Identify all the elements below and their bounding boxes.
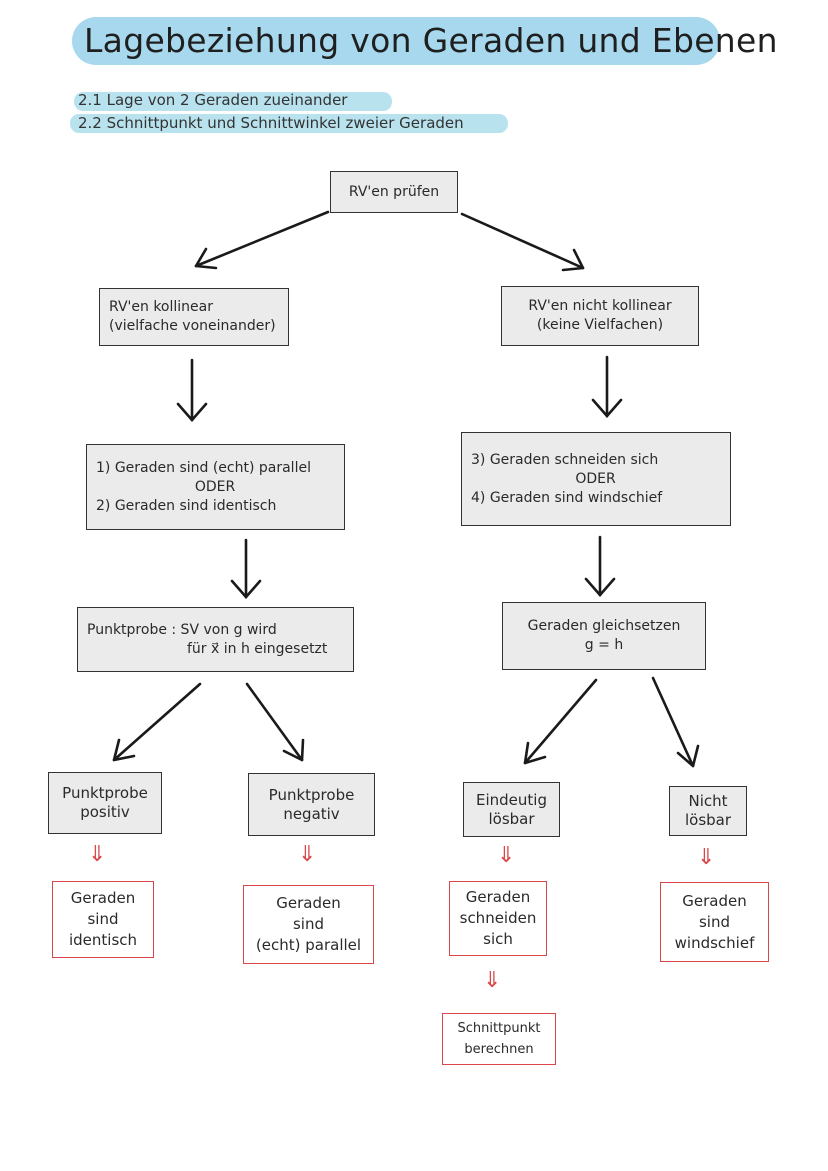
node-parallel-oder-identisch: 1) Geraden sind (echt) parallel ODER 2) … xyxy=(86,444,345,530)
arrow-root-to-not-collinear xyxy=(460,212,585,270)
node-punktprobe-positiv: Punktprobe positiv xyxy=(48,772,162,834)
result-parallel-line-1: Geraden xyxy=(276,894,341,912)
node-parallel-line-3: 2) Geraden sind identisch xyxy=(96,497,277,514)
node-positiv-line-1: Punktprobe xyxy=(62,784,148,802)
node-eindeutig-loesbar: Eindeutig lösbar xyxy=(463,782,560,837)
node-rv-kollinear-line-2: (vielfache voneinander) xyxy=(109,318,276,334)
node-gleichsetzen: Geraden gleichsetzen g = h xyxy=(502,602,706,670)
node-punktprobe-line-2: für x⃗ in h eingesetzt xyxy=(187,640,328,657)
node-gleichsetzen-line-1: Geraden gleichsetzen xyxy=(527,618,681,634)
arrow-root-to-collinear xyxy=(194,210,330,268)
result-parallel-line-3: (echt) parallel xyxy=(255,936,362,954)
node-parallel-line-1: 1) Geraden sind (echt) parallel xyxy=(96,459,311,476)
result-geraden-parallel: Geraden sind (echt) parallel xyxy=(243,885,374,964)
result-schnittpunkt-line-2: berechnen xyxy=(464,1042,534,1057)
node-punktprobe: Punktprobe : SV von g wird für x⃗ in h e… xyxy=(77,607,354,672)
result-schnittpunkt-line-1: Schnittpunkt xyxy=(457,1021,541,1036)
subtitle-highlight-2 xyxy=(70,114,508,133)
node-schneiden-line-2: ODER xyxy=(575,470,616,487)
node-rv-kollinear: RV'en kollinear (vielfache voneinander) xyxy=(99,288,289,346)
arrow-point-test-to-negative xyxy=(245,682,304,762)
implication-arrow-icon: ⇓ xyxy=(497,843,516,868)
result-geraden-identisch: Geraden sind identisch xyxy=(52,881,154,958)
result-identisch-line-1: Geraden xyxy=(70,889,136,907)
node-eindeutig-line-2: lösbar xyxy=(488,809,535,828)
node-punktprobe-negativ: Punktprobe negativ xyxy=(248,773,375,836)
node-eindeutig-line-1: Eindeutig xyxy=(476,790,547,809)
implication-arrow-icon: ⇓ xyxy=(298,842,317,867)
node-schneiden-line-1: 3) Geraden schneiden sich xyxy=(471,451,659,468)
node-negativ-line-2: negativ xyxy=(283,804,340,823)
title-highlight xyxy=(72,17,720,65)
node-nicht-loesbar-line-2: lösbar xyxy=(684,811,732,829)
node-rv-nicht-kollinear: RV'en nicht kollinear (keine Vielfachen) xyxy=(501,286,699,346)
subtitle-highlight-1 xyxy=(74,92,392,111)
node-schneiden-oder-windschief: 3) Geraden schneiden sich ODER 4) Gerade… xyxy=(461,432,731,526)
page-title: Lagebeziehung von Geraden und Ebenen xyxy=(84,21,778,60)
result-windschief-line-3: windschief xyxy=(674,933,755,952)
node-negativ-line-1: Punktprobe xyxy=(268,785,355,804)
node-punktprobe-line-1: Punktprobe : SV von g wird xyxy=(87,621,277,638)
node-rv-pruefen-text: RV'en prüfen xyxy=(348,183,440,200)
implication-arrow-icon: ⇓ xyxy=(483,968,502,993)
implication-arrow-icon: ⇓ xyxy=(88,842,107,867)
node-nicht-loesbar: Nicht lösbar xyxy=(669,786,747,836)
node-schneiden-line-3: 4) Geraden sind windschief xyxy=(471,489,663,506)
arrow-equate-to-not-solvable xyxy=(651,676,695,768)
result-schneiden-line-1: Geraden xyxy=(465,888,531,906)
implication-arrow-icon: ⇓ xyxy=(697,845,716,870)
result-schneiden-line-3: sich xyxy=(483,930,513,948)
result-windschief-line-2: sind xyxy=(698,912,730,931)
result-geraden-schneiden: Geraden schneiden sich xyxy=(449,881,547,956)
node-gleichsetzen-line-2: g = h xyxy=(584,637,624,653)
node-parallel-line-2: ODER xyxy=(194,478,236,495)
node-nicht-loesbar-line-1: Nicht xyxy=(688,792,728,810)
node-rv-pruefen: RV'en prüfen xyxy=(330,171,458,213)
result-schneiden-line-2: schneiden xyxy=(459,909,537,927)
node-rv-nicht-kollinear-line-2: (keine Vielfachen) xyxy=(536,317,664,333)
node-positiv-line-2: positiv xyxy=(80,803,130,821)
result-schnittpunkt-berechnen: Schnittpunkt berechnen xyxy=(442,1013,556,1065)
arrow-equate-to-solvable xyxy=(523,678,598,765)
result-parallel-line-2: sind xyxy=(292,915,324,933)
result-geraden-windschief: Geraden sind windschief xyxy=(660,882,769,962)
arrow-point-test-to-positive xyxy=(112,682,202,762)
result-windschief-line-1: Geraden xyxy=(682,891,747,910)
subtitle-2: 2.2 Schnittpunkt und Schnittwinkel zweie… xyxy=(78,114,464,132)
subtitle-1: 2.1 Lage von 2 Geraden zueinander xyxy=(78,91,348,109)
result-identisch-line-2: sind xyxy=(87,910,119,928)
node-rv-kollinear-line-1: RV'en kollinear xyxy=(109,299,213,315)
result-identisch-line-3: identisch xyxy=(68,931,138,949)
node-rv-nicht-kollinear-line-1: RV'en nicht kollinear xyxy=(528,298,672,314)
